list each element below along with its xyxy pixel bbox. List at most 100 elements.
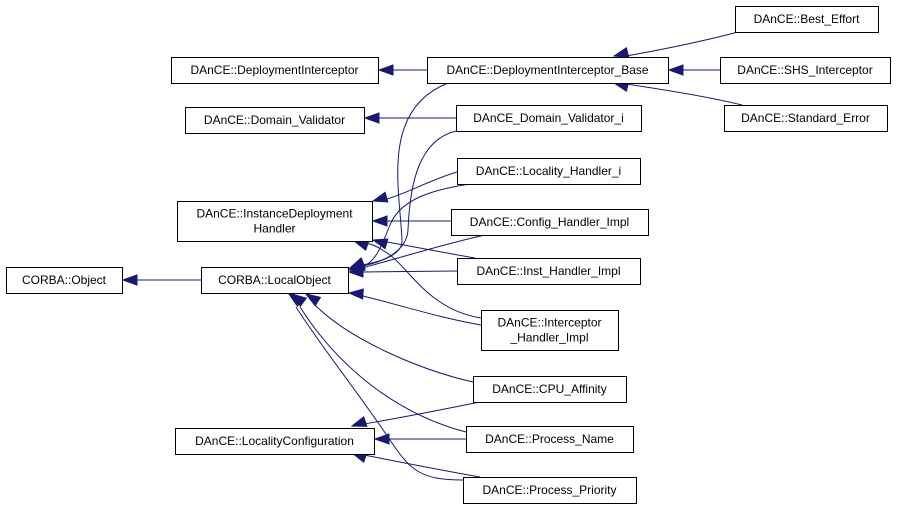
- inheritance-arrowhead-icon: [121, 274, 138, 286]
- class-box[interactable]: [456, 105, 642, 132]
- edge-cpu-affinity-to-corba-localobject: [304, 293, 474, 383]
- edge-line: [365, 242, 482, 319]
- edge-process-priority-to-corba-localobject: [287, 293, 464, 481]
- edge-cpu-affinity-to-locality-configuration: [350, 401, 481, 427]
- class-name-label: DAnCE::Locality_Handler_i: [476, 164, 621, 178]
- class-box[interactable]: [427, 57, 669, 84]
- class-node-deployment-interceptor-base[interactable]: DAnCE::DeploymentInterceptor_Base: [427, 57, 669, 84]
- inheritance-arrowhead-icon: [377, 64, 394, 76]
- class-node-locality-handler-i[interactable]: DAnCE::Locality_Handler_i: [457, 158, 641, 185]
- inheritance-arrowhead-icon: [352, 240, 370, 252]
- class-node-corba-localobject[interactable]: CORBA::LocalObject: [201, 267, 349, 294]
- class-node-standard-error[interactable]: DAnCE::Standard_Error: [724, 105, 888, 132]
- inheritance-arrowhead-icon: [371, 215, 388, 227]
- inheritance-arrowhead-icon: [347, 288, 364, 300]
- class-box[interactable]: [6, 267, 123, 294]
- inheritance-arrowhead-icon: [350, 415, 368, 427]
- edge-shs-interceptor-to-deployment-interceptor-base: [667, 64, 720, 76]
- edge-deployment-interceptor-base-to-deployment-interceptor: [377, 64, 427, 76]
- class-node-inst-handler-impl[interactable]: DAnCE::Inst_Handler_Impl: [457, 258, 641, 285]
- class-box[interactable]: [201, 267, 349, 294]
- edge-line: [361, 130, 457, 267]
- class-name-label: DAnCE_Domain_Validator_i: [473, 111, 624, 125]
- edge-inst-handler-impl-to-instance-deployment-handler: [371, 238, 476, 259]
- class-box[interactable]: [724, 105, 888, 132]
- class-name-label: Handler: [253, 222, 295, 236]
- edge-line: [386, 241, 476, 259]
- edge-line: [625, 31, 739, 57]
- class-name-label: DAnCE::DeploymentInterceptor: [190, 63, 358, 77]
- class-box[interactable]: [451, 209, 649, 236]
- class-name-label: CORBA::Object: [22, 273, 107, 287]
- inheritance-arrowhead-icon: [371, 191, 389, 203]
- class-box[interactable]: [185, 107, 365, 134]
- edge-best-effort-to-deployment-interceptor-base: [612, 31, 739, 59]
- class-name-label: DAnCE::SHS_Interceptor: [737, 63, 872, 77]
- edge-inst-handler-impl-to-corba-localobject: [347, 266, 458, 278]
- class-box[interactable]: [457, 158, 641, 185]
- nodes-layer: CORBA::Object CORBA::LocalObject DAnCE::De…: [6, 6, 891, 504]
- class-node-corba-object[interactable]: CORBA::Object: [6, 267, 123, 294]
- class-node-process-priority[interactable]: DAnCE::Process_Priority: [463, 477, 637, 504]
- class-box[interactable]: [175, 428, 375, 455]
- edge-locality-handler-i-to-instance-deployment-handler: [371, 171, 458, 203]
- class-name-label: DAnCE::Best_Effort: [754, 12, 860, 26]
- class-node-interceptor-handler-impl[interactable]: DAnCE::Interceptor_Handler_Impl: [481, 310, 619, 351]
- class-node-domain-validator-i[interactable]: DAnCE_Domain_Validator_i: [456, 105, 642, 132]
- edge-line: [362, 270, 458, 273]
- inheritance-arrowhead-icon: [287, 293, 305, 308]
- class-name-label: DAnCE::Interceptor: [497, 316, 601, 330]
- class-box[interactable]: [720, 57, 891, 84]
- edge-line: [361, 82, 449, 266]
- edge-line: [625, 83, 743, 106]
- inheritance-arrowhead-icon: [347, 266, 364, 278]
- inheritance-arrowhead-icon: [363, 112, 380, 124]
- edge-interceptor-handler-impl-to-corba-localobject: [347, 288, 482, 326]
- class-name-label: DAnCE::Process_Priority: [482, 483, 616, 497]
- class-box[interactable]: [177, 201, 373, 242]
- class-name-label: DAnCE::Config_Handler_Impl: [470, 215, 629, 229]
- edge-line: [314, 304, 474, 383]
- class-name-label: DAnCE::InstanceDeployment: [196, 207, 353, 221]
- class-box[interactable]: [473, 376, 627, 403]
- inheritance-arrowhead-icon: [371, 238, 389, 250]
- class-box[interactable]: [481, 310, 619, 351]
- edge-process-priority-to-locality-configuration: [350, 452, 481, 478]
- edge-line: [363, 401, 481, 425]
- inheritance-arrowhead-icon: [667, 64, 684, 76]
- edges-layer: [121, 31, 743, 481]
- edge-line: [295, 306, 464, 481]
- class-node-best-effort[interactable]: DAnCE::Best_Effort: [735, 6, 879, 33]
- class-name-label: DAnCE::DeploymentInterceptor_Base: [446, 63, 648, 77]
- class-node-deployment-interceptor[interactable]: DAnCE::DeploymentInterceptor: [171, 57, 379, 84]
- class-node-process-name[interactable]: DAnCE::Process_Name: [466, 426, 634, 453]
- inheritance-arrowhead-icon: [612, 46, 630, 59]
- class-node-locality-configuration[interactable]: DAnCE::LocalityConfiguration: [175, 428, 375, 455]
- edge-standard-error-to-deployment-interceptor-base: [612, 80, 743, 106]
- inheritance-arrowhead-icon: [304, 293, 322, 307]
- class-node-shs-interceptor[interactable]: DAnCE::SHS_Interceptor: [720, 57, 891, 84]
- class-name-label: DAnCE::Process_Name: [485, 432, 614, 446]
- edge-line: [386, 171, 458, 200]
- class-name-label: DAnCE::Standard_Error: [741, 111, 870, 125]
- class-name-label: DAnCE::LocalityConfiguration: [195, 434, 354, 448]
- class-box[interactable]: [171, 57, 379, 84]
- edge-process-name-to-locality-configuration: [373, 433, 466, 445]
- class-box[interactable]: [466, 426, 634, 453]
- class-name-label: _Handler_Impl: [509, 331, 588, 345]
- class-name-label: CORBA::LocalObject: [218, 273, 331, 287]
- class-box[interactable]: [735, 6, 879, 33]
- class-node-domain-validator[interactable]: DAnCE::Domain_Validator: [185, 107, 365, 134]
- class-name-label: DAnCE::Inst_Handler_Impl: [476, 264, 620, 278]
- class-node-config-handler-impl[interactable]: DAnCE::Config_Handler_Impl: [451, 209, 649, 236]
- edge-corba-localobject-to-corba-object: [121, 274, 201, 286]
- class-name-label: DAnCE::CPU_Affinity: [492, 382, 607, 396]
- class-node-cpu-affinity[interactable]: DAnCE::CPU_Affinity: [473, 376, 627, 403]
- class-name-label: DAnCE::Domain_Validator: [204, 113, 345, 127]
- edge-line: [361, 234, 486, 269]
- edge-process-name-to-corba-localobject: [290, 293, 467, 433]
- class-box[interactable]: [463, 477, 637, 504]
- edge-domain-validator-i-to-domain-validator: [363, 112, 456, 124]
- class-box[interactable]: [457, 258, 641, 285]
